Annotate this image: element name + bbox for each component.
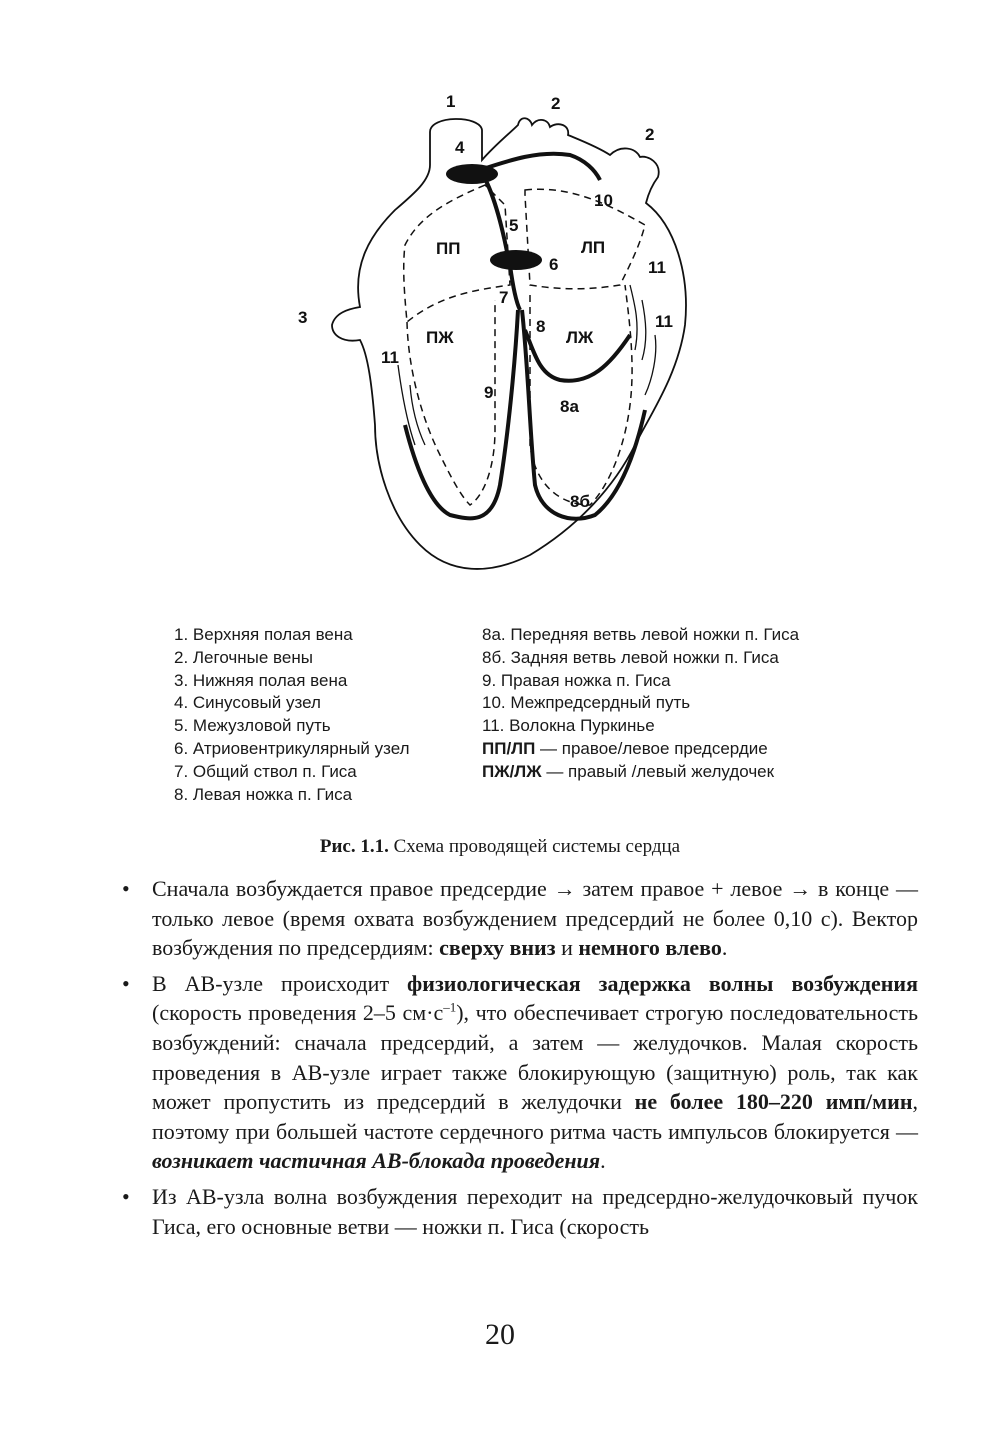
label-5: 5 xyxy=(509,216,518,235)
label-pzh: ПЖ xyxy=(426,328,454,347)
label-8a: 8а xyxy=(560,397,579,416)
text-run: . xyxy=(722,935,728,960)
legend-item: 8а. Передняя ветвь левой ножки п. Гиса xyxy=(482,624,799,647)
label-pp: ПП xyxy=(436,239,460,258)
text-run: –1 xyxy=(443,1000,456,1015)
label-10: 10 xyxy=(594,191,613,210)
bullet-dot: • xyxy=(122,1182,130,1212)
label-4: 4 xyxy=(455,138,465,157)
legend-term-text: — правый /левый желудочек xyxy=(542,762,774,781)
legend-item: 9. Правая ножка п. Гиса xyxy=(482,670,799,693)
label-11-c: 11 xyxy=(381,348,399,367)
emphasis-text: не более 180–220 имп/мин xyxy=(635,1089,913,1114)
legend-item: 11. Волокна Пуркинье xyxy=(482,715,799,738)
his-bundle-trunk xyxy=(510,265,520,310)
purkinje-fibers-left xyxy=(630,285,656,395)
text-run: (скорость проведения 2–5 см·с xyxy=(152,1000,443,1025)
emphasis-text: возникает частичная АВ-блокада проведени… xyxy=(152,1148,600,1173)
legend-item: 5. Межузловой путь xyxy=(174,715,410,738)
paragraph-text: Из АВ-узла волна возбуждения переходит н… xyxy=(152,1184,918,1239)
legend-term: ПП/ЛП xyxy=(482,739,535,758)
legend-item-abbrev: ПП/ЛП — правое/левое предсердие xyxy=(482,738,799,761)
caption-text: Схема проводящей системы сердца xyxy=(389,836,680,857)
paragraph-text: Сначала возбуждается правое предсердие →… xyxy=(152,876,918,960)
label-11-b: 11 xyxy=(655,312,673,331)
bullet-paragraph: • В АВ-узле происходит физиологическая за… xyxy=(118,969,918,1176)
label-lzh: ЛЖ xyxy=(566,328,594,347)
label-8b: 8б xyxy=(570,492,590,511)
emphasis-text: сверху вниз xyxy=(439,935,555,960)
label-9: 9 xyxy=(484,383,493,402)
legend-item: 10. Межпредсердный путь xyxy=(482,692,799,715)
label-3: 3 xyxy=(298,308,307,327)
label-2-left: 2 xyxy=(551,94,560,113)
bullet-paragraph: • Из АВ-узла волна возбуждения переходит … xyxy=(118,1182,918,1241)
legend-item: 1. Верхняя полая вена xyxy=(174,624,410,647)
figure-caption: Рис. 1.1. Схема проводящей системы сердц… xyxy=(0,836,1000,858)
internodal-pathway xyxy=(480,170,508,257)
body-text: • Сначала возбуждается правое предсердие … xyxy=(118,874,918,1247)
label-6: 6 xyxy=(549,255,558,274)
label-8: 8 xyxy=(536,317,545,336)
right-bundle-branch xyxy=(405,310,518,518)
bullet-paragraph: • Сначала возбуждается правое предсердие … xyxy=(118,874,918,963)
legend-item: 6. Атриовентрикулярный узел xyxy=(174,738,410,761)
legend-item: 7. Общий ствол п. Гиса xyxy=(174,761,410,784)
emphasis-text: физиологическая задержка волны возбужден… xyxy=(407,971,918,996)
caption-label: Рис. 1.1. xyxy=(320,836,389,857)
label-2-right: 2 xyxy=(645,125,654,144)
label-7: 7 xyxy=(499,288,508,307)
text-run: . xyxy=(600,1148,606,1173)
text-run: и xyxy=(556,935,579,960)
label-11-a: 11 xyxy=(648,258,666,277)
heart-conduction-diagram: 1 2 2 3 4 5 6 7 8 8а 8б 9 10 11 11 11 ПП… xyxy=(280,85,720,605)
page-number: 20 xyxy=(0,1318,1000,1352)
legend-item: 2. Легочные вены xyxy=(174,647,410,670)
av-node xyxy=(490,250,542,270)
figure-legend-left: 1. Верхняя полая вена 2. Легочные вены 3… xyxy=(174,624,410,806)
interatrial-pathway xyxy=(480,154,600,180)
legend-item: 8. Левая ножка п. Гиса xyxy=(174,784,410,807)
legend-item-abbrev: ПЖ/ЛЖ — правый /левый желудочек xyxy=(482,761,799,784)
sinus-node xyxy=(446,164,498,184)
legend-item: 8б. Задняя ветвь левой ножки п. Гиса xyxy=(482,647,799,670)
legend-term: ПЖ/ЛЖ xyxy=(482,762,542,781)
legend-item: 4. Синусовый узел xyxy=(174,692,410,715)
heart-outline xyxy=(332,118,686,569)
label-1: 1 xyxy=(446,92,455,111)
text-run: Из АВ-узла волна возбуждения переходит н… xyxy=(152,1184,918,1239)
emphasis-text: немного влево xyxy=(578,935,721,960)
bullet-dot: • xyxy=(122,969,130,999)
paragraph-text: В АВ-узле происходит физиологическая зад… xyxy=(152,971,918,1174)
text-run: В АВ-узле происходит xyxy=(152,971,407,996)
legend-term-text: — правое/левое предсердие xyxy=(535,739,767,758)
figure-legend-right: 8а. Передняя ветвь левой ножки п. Гиса 8… xyxy=(482,624,799,784)
bullet-dot: • xyxy=(122,874,130,904)
label-lp: ЛП xyxy=(581,238,605,257)
legend-item: 3. Нижняя полая вена xyxy=(174,670,410,693)
